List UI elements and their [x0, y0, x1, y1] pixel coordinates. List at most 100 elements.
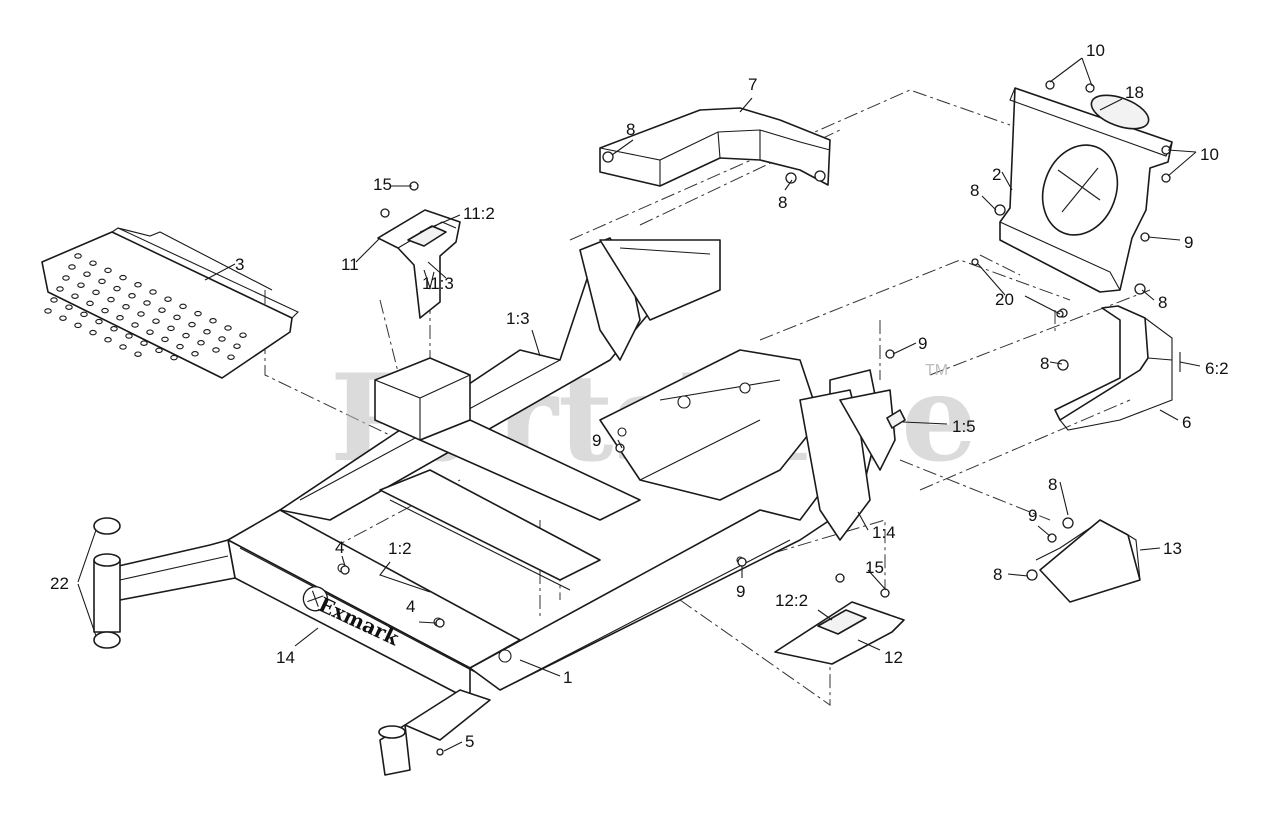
perforation-hole	[233, 343, 241, 349]
callout-15: 15	[865, 558, 884, 577]
callout-12-2: 12:2	[775, 591, 808, 610]
part-3-foot-plate	[41, 227, 299, 379]
perforation-hole	[146, 329, 154, 335]
callout-4: 4	[335, 538, 344, 557]
part-1-main-frame	[93, 237, 896, 776]
perforation-hole	[89, 260, 97, 266]
callout-11: 11	[341, 255, 359, 274]
perforation-hole	[137, 311, 145, 317]
callout-18: 18	[1125, 83, 1144, 102]
callout-9: 9	[1028, 506, 1037, 525]
perforation-hole	[59, 315, 67, 321]
callout-5: 5	[465, 732, 474, 751]
callout-8: 8	[1048, 475, 1057, 494]
perforation-hole	[164, 296, 172, 302]
callout-20: 20	[995, 290, 1014, 309]
perforation-hole	[83, 271, 91, 277]
perforation-hole	[65, 304, 73, 310]
part-13-footrest	[1026, 517, 1141, 603]
perforation-hole	[119, 344, 127, 350]
callout-10: 10	[1086, 41, 1105, 60]
perforation-hole	[110, 326, 118, 332]
perforation-hole	[74, 322, 82, 329]
perforation-hole	[128, 293, 136, 299]
callout-14: 14	[276, 648, 295, 667]
callout-8: 8	[993, 565, 1002, 584]
callout-6-2: 6:2	[1205, 359, 1229, 378]
part-6-bumper	[1054, 305, 1173, 431]
perforation-hole	[179, 303, 187, 310]
part-11-bracket	[377, 181, 461, 319]
leader-lines	[77, 57, 1201, 752]
perforation-hole	[86, 300, 94, 307]
callout-9: 9	[918, 334, 927, 353]
callout-12: 12	[884, 648, 903, 667]
perforation-hole	[104, 337, 112, 343]
callout-9: 9	[592, 431, 601, 450]
callout-8: 8	[778, 193, 787, 212]
perforation-hole	[122, 304, 130, 310]
callout-7: 7	[748, 75, 757, 94]
perforation-hole	[227, 354, 235, 360]
perforation-hole	[173, 314, 181, 321]
perforation-hole	[95, 318, 103, 325]
part-12-plate	[774, 573, 905, 665]
perforation-hole	[62, 275, 70, 281]
callout-1-5: 1:5	[952, 417, 976, 436]
perforation-hole	[71, 293, 79, 299]
callout-15: 15	[373, 175, 392, 194]
perforation-hole	[134, 282, 142, 288]
callout-4: 4	[406, 597, 415, 616]
perforation-hole	[92, 289, 100, 296]
perforation-hole	[203, 329, 211, 335]
perforation-hole	[68, 264, 76, 270]
perforation-hole	[143, 300, 151, 306]
perforation-hole	[155, 347, 163, 354]
perforation-hole	[191, 351, 199, 357]
perforation-hole	[239, 332, 247, 338]
callout-3: 3	[235, 255, 244, 274]
callout-9: 9	[736, 582, 745, 601]
perforation-hole	[107, 296, 115, 303]
callout-1: 1	[563, 668, 572, 687]
watermark-tm: TM	[925, 362, 948, 379]
callout-10: 10	[1200, 145, 1219, 164]
callout-8: 8	[1040, 354, 1049, 373]
perforation-hole	[152, 318, 160, 324]
callout-1-3: 1:3	[506, 309, 530, 328]
perforation-hole	[125, 333, 133, 339]
perforation-hole	[113, 285, 121, 292]
perforation-hole	[194, 310, 202, 317]
perforation-hole	[149, 289, 157, 295]
perforation-hole	[89, 329, 97, 336]
loose-hardware	[340, 258, 1064, 756]
perforation-hole	[131, 322, 139, 328]
perforation-hole	[218, 336, 226, 342]
perforation-hole	[119, 274, 127, 281]
perforation-holes	[44, 253, 247, 361]
part-2-rear-shield	[994, 80, 1173, 295]
perforation-hole	[170, 354, 178, 361]
perforation-hole	[224, 325, 232, 331]
perforation-hole	[212, 347, 220, 353]
callout-9: 9	[1184, 233, 1193, 252]
perforation-hole	[134, 351, 142, 357]
perforation-hole	[140, 340, 148, 346]
callout-11-3: 11:3	[422, 274, 454, 293]
perforation-hole	[209, 318, 217, 324]
callout-6: 6	[1182, 413, 1191, 432]
callout-22: 22	[50, 574, 69, 593]
callout-1-2: 1:2	[388, 539, 412, 558]
perforation-hole	[116, 315, 124, 321]
perforation-hole	[197, 340, 205, 346]
perforation-hole	[101, 307, 109, 314]
perforation-hole	[50, 297, 58, 303]
callout-2: 2	[992, 165, 1001, 184]
part-7-frame-cover	[599, 107, 831, 187]
perforation-hole	[77, 282, 85, 288]
perforation-hole	[74, 253, 82, 259]
callout-8: 8	[626, 120, 635, 139]
perforation-hole	[98, 278, 106, 285]
perforation-hole	[161, 336, 169, 343]
